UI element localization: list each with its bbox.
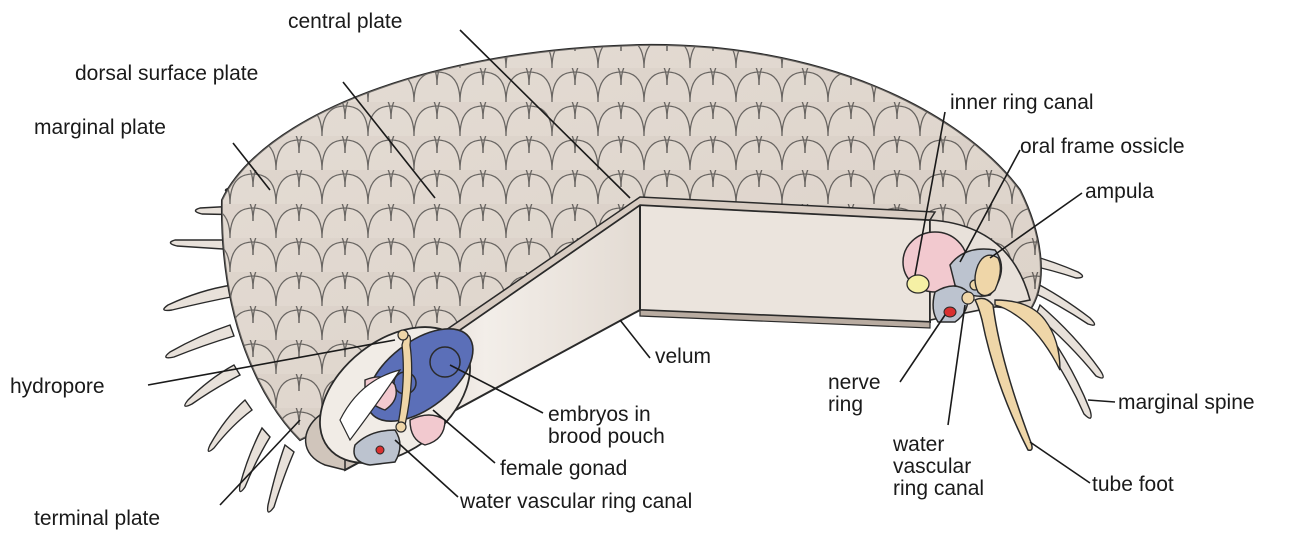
label-female-gonad: female gonad: [500, 457, 627, 481]
label-central-plate: central plate: [288, 10, 402, 34]
label-oral-frame-ossicle: oral frame ossicle: [1020, 135, 1185, 159]
label-inner-ring-canal: inner ring canal: [950, 91, 1094, 115]
label-velum: velum: [655, 345, 711, 369]
label-terminal-plate: terminal plate: [34, 507, 160, 531]
label-wvrc-line2: vascular: [893, 455, 971, 479]
label-water-vascular-ring-canal-left: water vascular ring canal: [460, 490, 692, 514]
label-nerve-line1: nerve: [828, 371, 881, 395]
label-wvrc-line1: water: [893, 433, 944, 457]
label-embryos-line2: brood pouch: [548, 425, 665, 449]
label-ampula: ampula: [1085, 180, 1154, 204]
label-embryos-line1: embryos in: [548, 403, 651, 427]
label-dorsal-surface-plate: dorsal surface plate: [75, 62, 258, 86]
inner-ring-canal-shape: [907, 275, 929, 293]
label-hydropore: hydropore: [10, 375, 105, 399]
label-tube-foot: tube foot: [1092, 473, 1174, 497]
label-marginal-plate: marginal plate: [34, 116, 166, 140]
label-marginal-spine: marginal spine: [1118, 391, 1255, 415]
label-nerve-line2: ring: [828, 393, 863, 417]
label-wvrc-line3: ring canal: [893, 477, 984, 501]
